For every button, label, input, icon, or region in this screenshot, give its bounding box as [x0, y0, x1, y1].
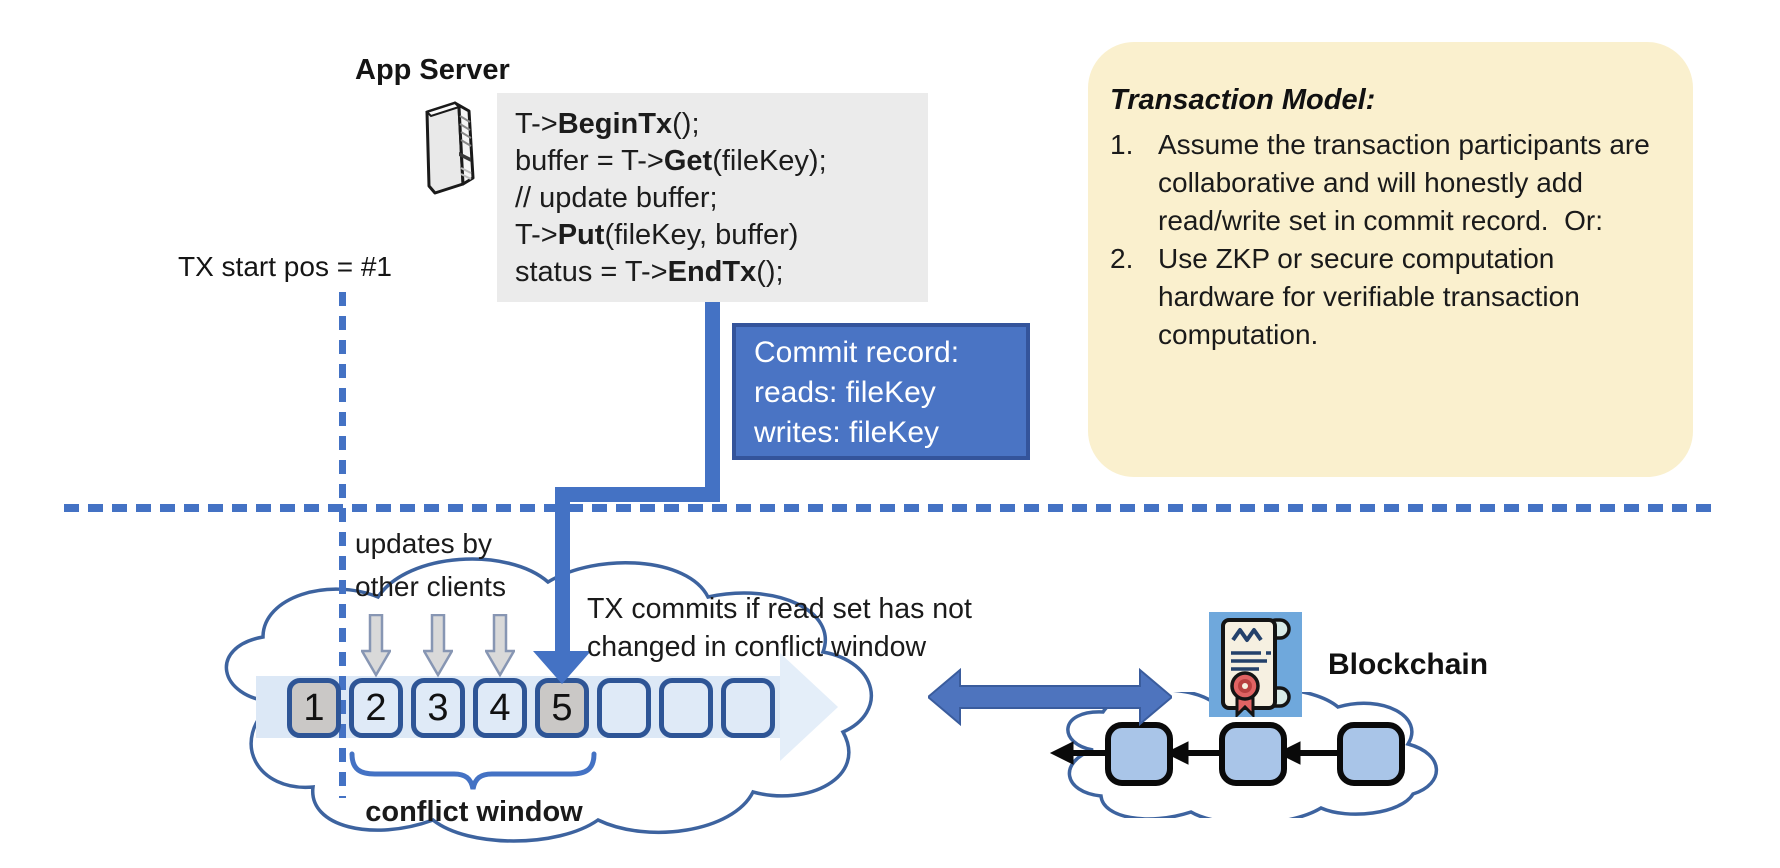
down-arrow-icon: [361, 614, 391, 678]
timeline-band-arrowhead-icon: [780, 653, 838, 761]
timeline-block: [597, 678, 651, 738]
down-arrow-icon: [485, 614, 515, 678]
elbow-down-arrow-icon: [555, 487, 720, 502]
tx-start-dashed-line: [339, 292, 346, 798]
elbow-down-arrow-icon: [705, 302, 720, 495]
timeline-block: 5: [535, 678, 589, 738]
tx-commits-label: TX commits if read set has not changed i…: [587, 593, 972, 663]
code-lines: T->BeginTx(); buffer = T->Get(fileKey); //…: [515, 106, 928, 291]
tx-start-pos-label: TX start pos = #1: [178, 251, 392, 282]
timeline-block: 3: [411, 678, 465, 738]
timeline-block: 2: [349, 678, 403, 738]
server-tower-icon: [425, 101, 475, 195]
elbow-arrowhead-icon: [533, 651, 591, 684]
transaction-model-item: 1.Assume the transaction participants ar…: [1110, 129, 1658, 236]
transaction-model-list: 1.Assume the transaction participants ar…: [1110, 126, 1667, 354]
transaction-code-box: T->BeginTx(); buffer = T->Get(fileKey); //…: [497, 93, 928, 302]
code-line: T->BeginTx();: [515, 108, 700, 140]
blockchain-label: Blockchain: [1328, 648, 1489, 681]
commit-record-reads: reads: fileKey: [754, 376, 936, 409]
chain-link-arrows: [1049, 741, 1340, 765]
chain-block: [1337, 722, 1405, 786]
elbow-down-arrow-icon: [555, 487, 570, 653]
blockchain-cloud: [1049, 692, 1439, 818]
down-arrow-icon: [423, 614, 453, 678]
timeline-block: [721, 678, 775, 738]
commit-record-writes: writes: fileKey: [754, 416, 940, 449]
transaction-model-item: 2.Use ZKP or secure computation hardware…: [1110, 243, 1588, 350]
app-server-title: App Server: [355, 54, 510, 86]
timeline-block: 1: [287, 678, 341, 738]
commit-record-title: Commit record:: [754, 336, 960, 369]
conflict-window-label: conflict window: [365, 796, 583, 828]
code-line: // update buffer;: [515, 182, 718, 214]
transaction-model-note: Transaction Model: 1.Assume the transact…: [1088, 42, 1693, 477]
commit-record-box: Commit record: reads: fileKey writes: fi…: [732, 323, 1030, 460]
divider-dashed-line: [64, 504, 1717, 512]
chain-blocks: [1105, 722, 1405, 786]
timeline-block: [659, 678, 713, 738]
chain-block: [1219, 722, 1287, 786]
updates-by-other-clients-label: updates by other clients: [355, 528, 506, 602]
conflict-window-brace-icon: [349, 751, 597, 790]
code-line: T->Put(fileKey, buffer): [515, 219, 799, 251]
code-line: buffer = T->Get(fileKey);: [515, 145, 827, 177]
certificate-scroll-icon: [1209, 612, 1302, 719]
code-line: status = T->EndTx();: [515, 256, 784, 288]
double-headed-arrow-icon: [928, 667, 1172, 727]
transaction-model-title: Transaction Model:: [1110, 84, 1376, 116]
timeline-block: 4: [473, 678, 527, 738]
chain-block: [1105, 722, 1173, 786]
